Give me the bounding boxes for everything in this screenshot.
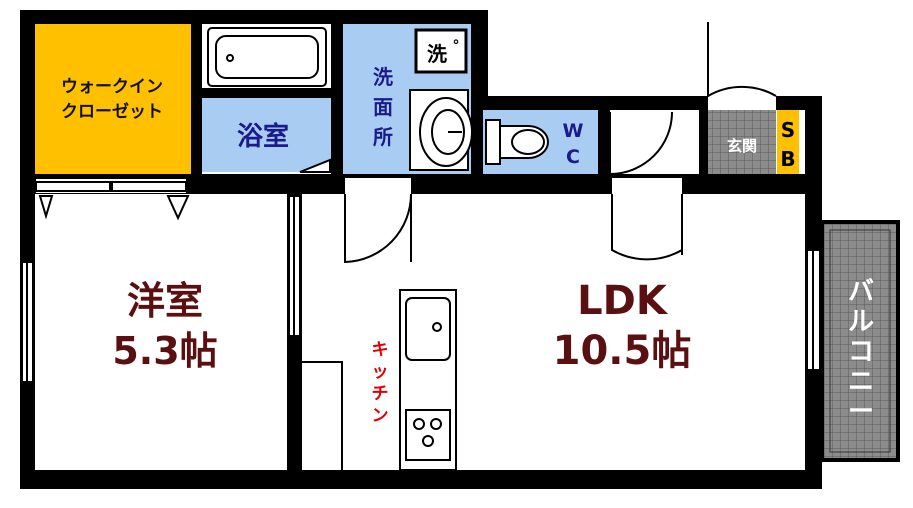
ldk-size: 10.5帖 [553,328,692,374]
bath-area [202,98,331,172]
bath-label: 浴室 [237,121,289,152]
balcony-label-3: コ [848,337,874,367]
washer-mark: ° [453,38,460,54]
shoebox-label-s: S [781,118,795,142]
kitchen-label-1: キ [372,340,389,360]
bathtub [207,27,327,87]
western-room-size: 5.3帖 [112,329,217,373]
toilet [485,119,549,165]
washroom-label-2: 面 [373,95,393,119]
closet-doors [35,181,190,221]
windows [21,195,821,383]
entrance-area [708,110,776,178]
western-room-name: 洋室 [127,279,203,323]
washer-label: 洗 [427,42,447,66]
kitchen-label-3: チ [372,384,389,404]
fridge-nook [302,361,343,470]
kitchen-counter [399,289,457,471]
washer-box [414,28,468,74]
walkin-closet-area [35,24,191,180]
kitchen-label-2: ッ [372,362,389,382]
balcony-frame [820,220,900,462]
entrance-label: 玄関 [727,137,757,155]
wash-basin [409,89,473,171]
wc-label-w: W [563,120,584,142]
wc-label-c: C [566,146,580,168]
balcony-label-2: ル [848,307,874,337]
kitchen-label-4: ン [372,406,389,426]
shoebox-label-b: B [780,147,795,171]
ldk-name: LDK [577,278,669,324]
washroom-label-1: 洗 [373,65,393,89]
balcony-label-5: ー [848,397,874,427]
balcony-label-1: バ [848,277,874,307]
balcony-label-4: ニ [848,367,874,397]
washroom-label-3: 所 [373,125,393,149]
shoe-box-area [777,110,799,178]
swing-doors [299,22,777,264]
closet-label-line1: ウォークイン [61,77,163,97]
balcony-area [822,222,898,460]
closet-label-line2: クローゼット [61,101,163,122]
